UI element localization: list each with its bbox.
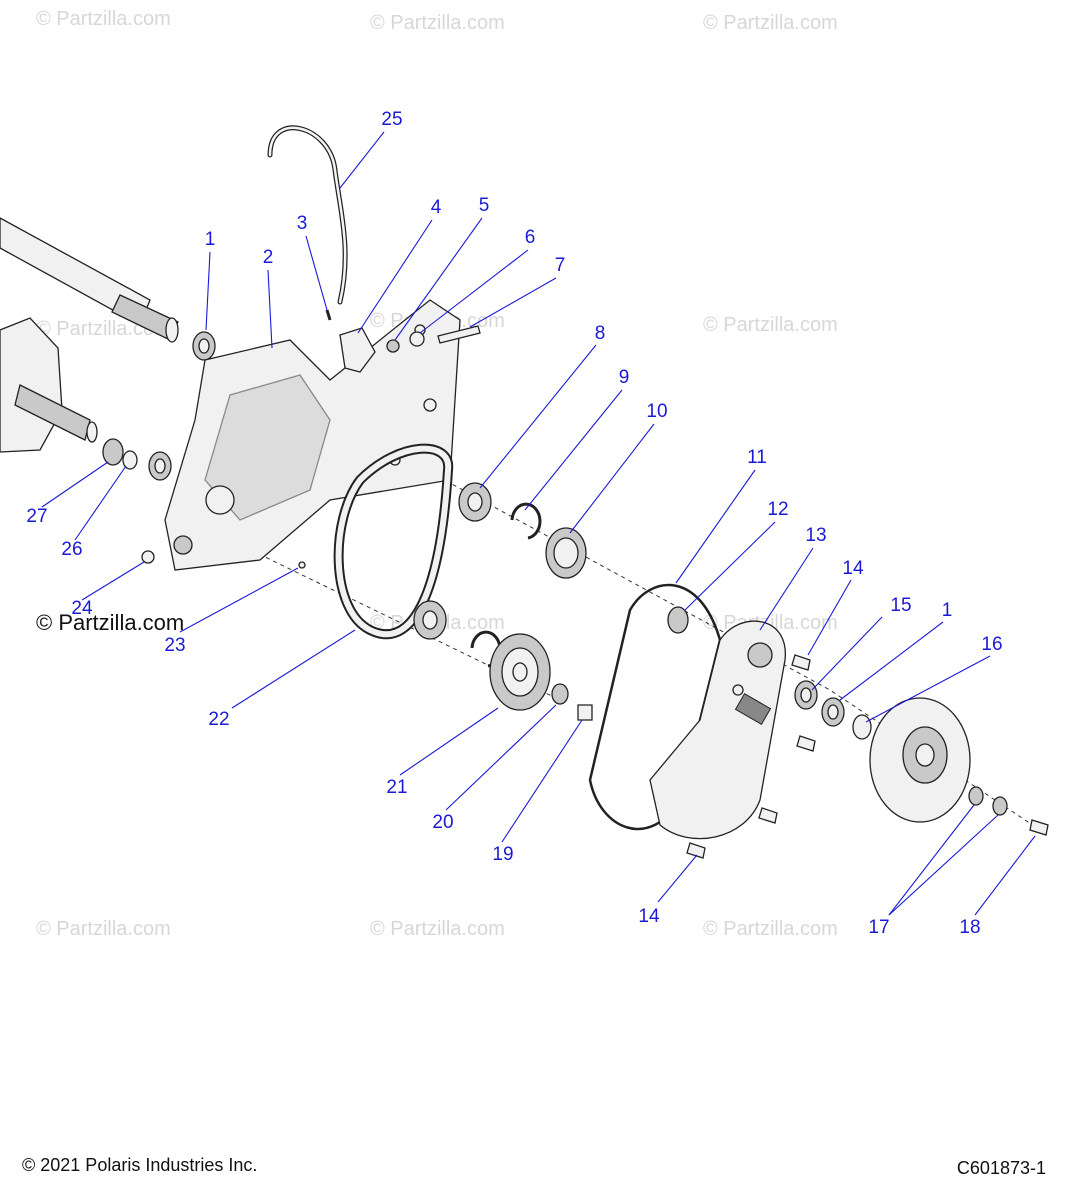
washer-5 (386, 339, 400, 353)
callout-27: 27 (26, 506, 48, 527)
chaincase-housing (164, 299, 461, 571)
bearing-27 (102, 438, 124, 466)
callout-12: 12 (767, 499, 789, 520)
callout-20: 20 (432, 812, 454, 833)
brake-disc (869, 697, 971, 823)
callout-5: 5 (478, 195, 490, 216)
nut-24 (141, 550, 155, 564)
watermark: © Partzilla.com (703, 12, 838, 34)
callout-10: 10 (646, 401, 668, 422)
bolt-14-lower (686, 842, 706, 859)
gearbox-output (0, 317, 98, 453)
bolt-14-upper (791, 654, 811, 671)
callout-15: 15 (890, 595, 912, 616)
callout-14-upper: 14 (842, 558, 864, 579)
seal-12 (667, 606, 689, 634)
callout-13: 13 (805, 525, 827, 546)
washer-6 (409, 331, 425, 347)
drive-shaft (0, 217, 179, 343)
chaincase-cover (649, 620, 786, 840)
callout-4: 4 (430, 197, 442, 218)
bolt-14-right (758, 807, 778, 824)
washer-17b (992, 796, 1008, 816)
callout-16: 16 (981, 634, 1003, 655)
watermark: © Partzilla.com (370, 12, 505, 34)
bolt-19 (577, 704, 593, 721)
watermark: © Partzilla.com (703, 918, 838, 940)
tensioner-4 (339, 327, 376, 373)
pin-23 (298, 561, 306, 569)
callout-1-right: 1 (941, 600, 953, 621)
callout-8: 8 (594, 323, 606, 344)
washer-17a (968, 786, 984, 806)
pin-3 (325, 309, 332, 321)
vent-hose (267, 125, 348, 305)
callout-18: 18 (959, 917, 981, 938)
callout-25: 25 (381, 109, 403, 130)
spacer-16 (852, 714, 872, 740)
callout-21: 21 (386, 777, 408, 798)
watermark: © Partzilla.com (36, 918, 171, 940)
callout-22: 22 (208, 709, 230, 730)
callout-9: 9 (618, 367, 630, 388)
snap-ring-9 (510, 502, 542, 540)
watermark: © Partzilla.com (36, 8, 171, 30)
sprocket-21 (489, 633, 551, 711)
callout-6: 6 (524, 227, 536, 248)
callout-3: 3 (296, 213, 308, 234)
washer-20 (551, 683, 569, 705)
callout-23: 23 (164, 635, 186, 656)
callout-14-lower: 14 (638, 906, 660, 927)
brand-watermark: © Partzilla.com (36, 610, 185, 635)
callout-11: 11 (747, 447, 767, 468)
watermark: © Partzilla.com (703, 314, 838, 336)
callout-1: 1 (204, 229, 216, 250)
bolt-14-mid (796, 735, 816, 752)
bolt-7 (437, 325, 481, 344)
callout-24: 24 (71, 598, 93, 619)
callout-2: 2 (262, 247, 274, 268)
callout-17: 17 (868, 917, 890, 938)
copyright-notice: © 2021 Polaris Industries Inc. (22, 1155, 258, 1175)
watermark: © Partzilla.com (370, 918, 505, 940)
ring-26 (122, 450, 138, 470)
callout-7: 7 (554, 255, 566, 276)
callout-26: 26 (61, 539, 83, 560)
figure-id: C601873-1 (956, 1158, 1046, 1178)
sprocket-10 (545, 527, 587, 579)
bolt-18 (1029, 819, 1049, 836)
callout-19: 19 (492, 844, 514, 865)
leader-lines (41, 131, 1036, 916)
